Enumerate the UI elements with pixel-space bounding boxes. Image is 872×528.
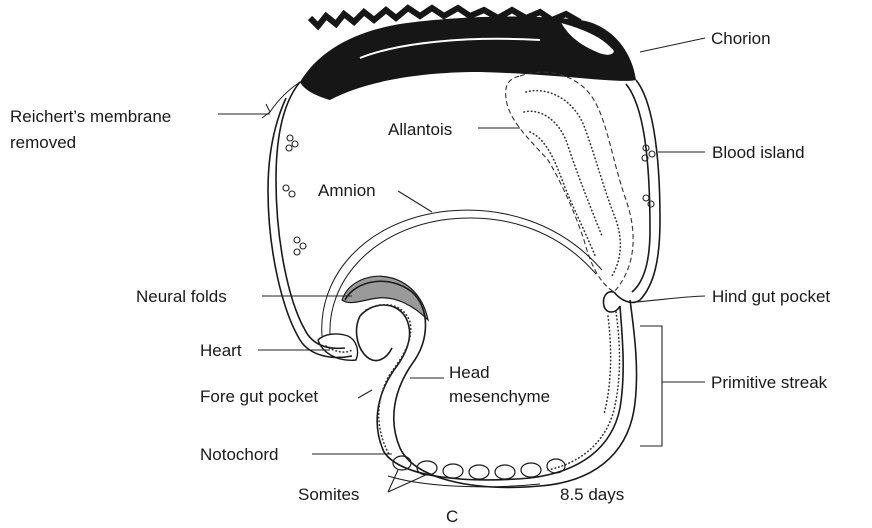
leader-lines (218, 38, 705, 492)
label-chorion: Chorion (711, 29, 771, 48)
label-amnion: Amnion (318, 181, 376, 200)
label-heart: Heart (200, 341, 242, 360)
label-blood-island: Blood island (712, 143, 805, 162)
yolk-sac-wall (268, 80, 660, 357)
label-fore-gut-pocket: Fore gut pocket (200, 387, 318, 406)
label-mesenchyme: mesenchyme (449, 387, 550, 406)
label-head: Head (449, 363, 490, 382)
label-reicherts-membrane: Reichert’s membrane (10, 107, 171, 126)
label-neural-folds: Neural folds (136, 287, 227, 306)
label-notochord: Notochord (200, 445, 278, 464)
allantois (506, 72, 634, 292)
amnion-membrane (322, 210, 602, 336)
label-somites: Somites (298, 485, 359, 504)
primitive-streak-bracket (640, 326, 705, 446)
label-age: 8.5 days (560, 485, 624, 504)
label-reicherts-membrane-removed: removed (10, 133, 76, 152)
label-hind-gut-pocket: Hind gut pocket (712, 287, 830, 306)
chorion-mass (262, 8, 636, 118)
label-allantois: Allantois (388, 120, 452, 139)
panel-letter: C (446, 507, 458, 526)
label-primitive-streak: Primitive streak (711, 373, 828, 392)
